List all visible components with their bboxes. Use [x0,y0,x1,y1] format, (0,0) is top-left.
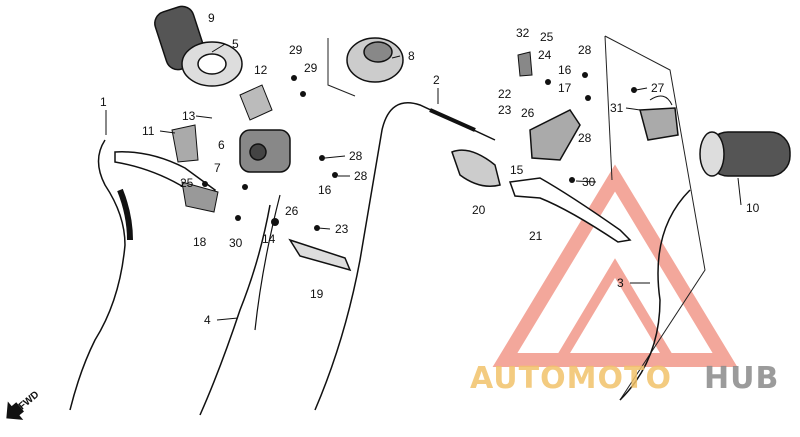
callout-23b: 23 [498,103,512,117]
cable-2 [314,102,496,411]
callout-1: 1 [100,95,107,109]
master-cylinder [529,109,581,161]
part-12 [239,84,273,121]
switch-assembly [239,129,291,173]
callout-18: 18 [193,235,207,249]
callout-28c: 28 [578,43,592,57]
callout-26b: 26 [521,106,535,120]
callout-2: 2 [433,73,440,87]
callout-3: 3 [617,276,624,290]
part-11 [171,124,199,163]
switch-housing-top [346,37,404,83]
callout-6: 6 [218,138,225,152]
callout-16a: 16 [318,183,332,197]
clutch-cable [69,139,126,411]
cable-2-adjuster [429,108,476,132]
callout-23a: 23 [335,222,349,236]
leader-lines [105,43,742,321]
callout-19: 19 [310,287,324,301]
callout-8: 8 [408,49,415,63]
callout-9: 9 [208,11,215,25]
callout-5: 5 [232,37,239,51]
watermark-part1: AUTOMOTO [470,361,672,396]
callout-24: 24 [538,48,552,62]
callout-21: 21 [529,229,543,243]
callout-28b: 28 [354,169,368,183]
callouts: 9 5 29 29 8 12 1 13 11 6 7 25 28 28 16 2… [100,11,760,327]
throttle-cable-return [254,194,281,331]
callout-4: 4 [204,313,211,327]
callout-13: 13 [182,109,196,123]
throttle-cable-4 [199,204,271,416]
grip-right [699,131,791,177]
watermark-part2: HUB [704,361,779,396]
callout-17: 17 [558,81,572,95]
cable-3 [619,189,691,401]
watermark-text: AUTOMOTO HUB [470,361,779,396]
grip-left [154,5,243,87]
callout-28d: 28 [578,131,592,145]
watermark-logo [492,164,738,367]
callout-31: 31 [610,101,624,115]
callout-12: 12 [254,63,268,77]
callout-27: 27 [651,81,665,95]
brake-lever-21 [508,177,632,243]
callout-20: 20 [472,203,486,217]
callout-22: 22 [498,87,512,101]
throttle-pipe-19 [288,238,352,272]
callout-11: 11 [142,124,155,138]
callout-25a: 25 [180,176,194,190]
callout-25b: 25 [540,30,554,44]
callout-30a: 30 [229,236,243,250]
fasteners [202,72,637,231]
callout-29b: 29 [304,61,318,75]
cable-boot [117,188,133,241]
fwd-indicator: FWD [6,389,42,420]
callout-32: 32 [516,26,530,40]
cover-20 [451,149,501,187]
fwd-label: FWD [17,389,42,412]
frame-outline [327,35,706,401]
callout-15: 15 [510,163,524,177]
callout-14: 14 [262,232,276,246]
callout-26a: 26 [285,204,299,218]
switch-right-wire [649,95,673,106]
lever-holder-18 [181,181,219,213]
callout-28a: 28 [349,149,363,163]
callout-16b: 16 [558,63,572,77]
callout-10: 10 [746,201,760,215]
callout-29a: 29 [289,43,303,57]
switch-right [639,107,679,141]
callout-7: 7 [214,161,221,175]
part-32 [517,51,533,77]
